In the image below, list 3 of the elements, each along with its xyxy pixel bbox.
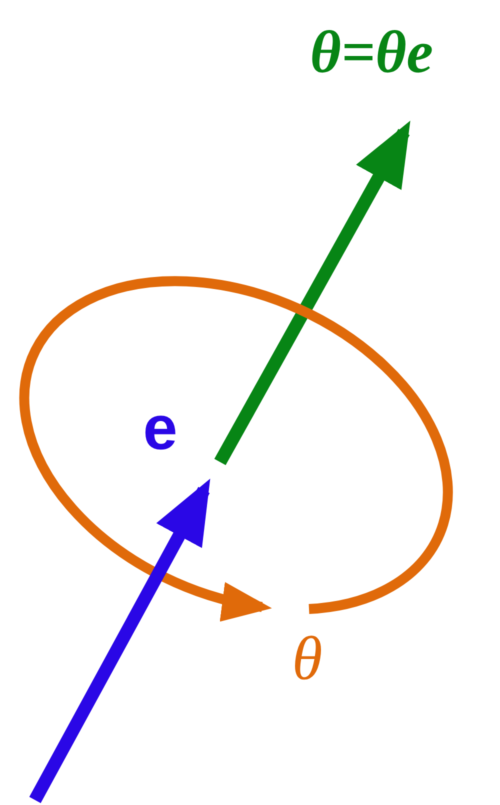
- vector-label: θ=θe: [310, 22, 434, 82]
- angle-label: θ: [292, 628, 322, 690]
- vector-label: e: [143, 398, 178, 460]
